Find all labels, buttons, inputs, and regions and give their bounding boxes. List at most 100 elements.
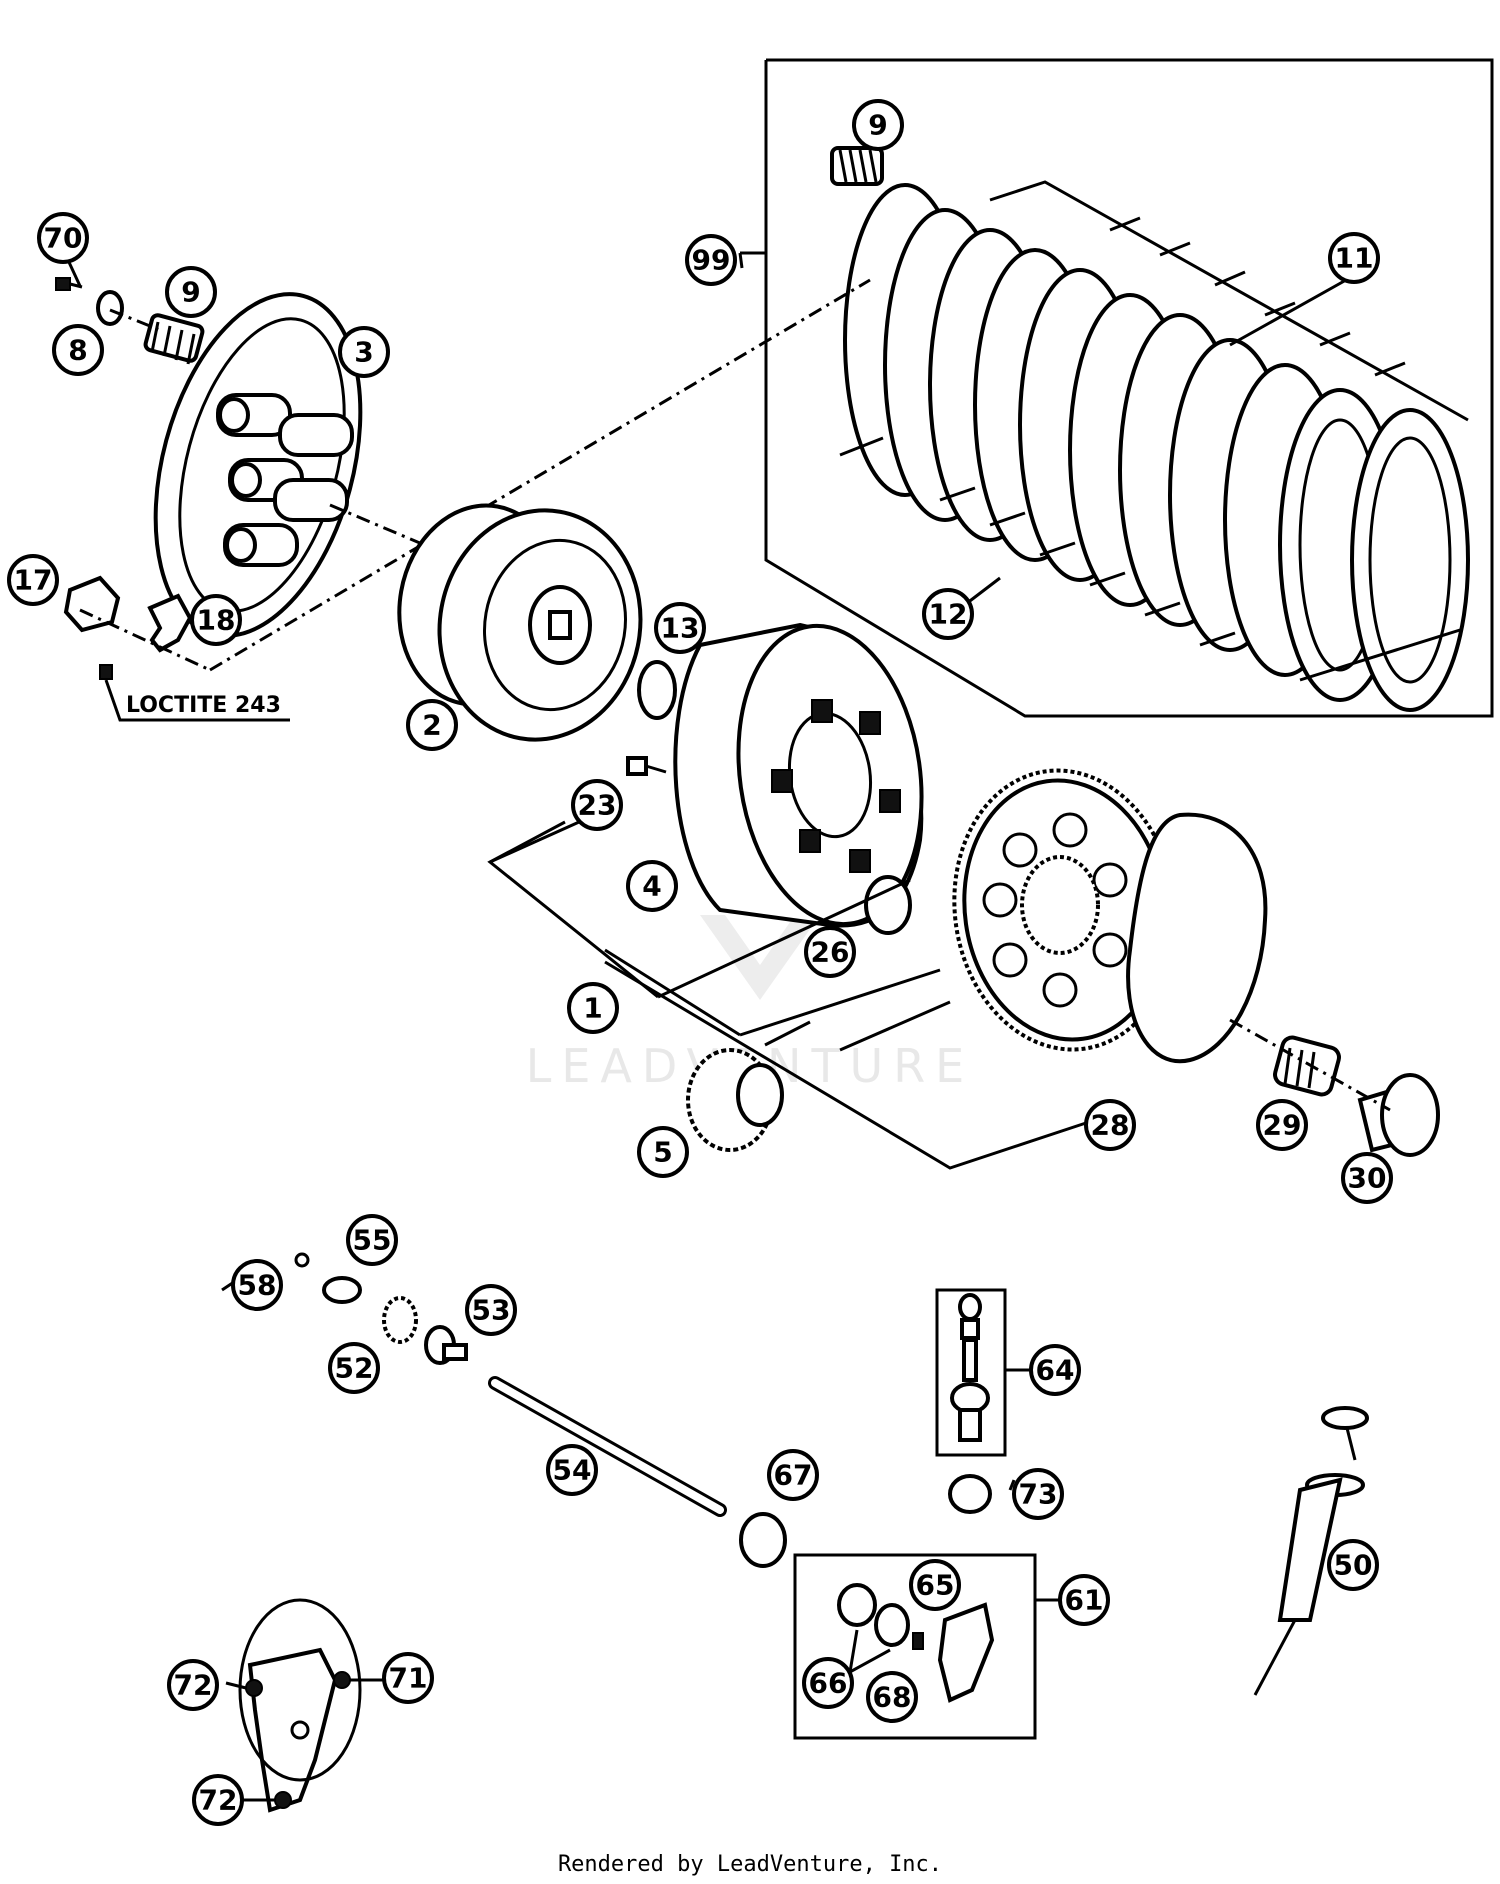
callout-23: 23 (571, 779, 623, 831)
washer-55 (322, 1276, 362, 1304)
svg-text:8: 8 (68, 334, 87, 367)
primary-gear (952, 768, 1178, 1052)
svg-text:26: 26 (811, 936, 850, 969)
svg-text:3: 3 (354, 336, 373, 369)
washer-8 (96, 290, 124, 326)
svg-text:18: 18 (197, 604, 236, 637)
callout-52: 52 (328, 1342, 380, 1394)
svg-text:64: 64 (1036, 1354, 1075, 1387)
callout-71: 71 (382, 1652, 434, 1704)
callout-54: 54 (546, 1444, 598, 1496)
svg-text:28: 28 (1091, 1109, 1130, 1142)
pressure-piece-53 (424, 1325, 468, 1365)
leader-11 (1229, 273, 1356, 347)
gasket-plate-28 (1126, 812, 1268, 1064)
callout-8: 8 (52, 324, 104, 376)
svg-text:5: 5 (653, 1136, 672, 1169)
svg-text:53: 53 (472, 1294, 511, 1327)
svg-text:2: 2 (422, 709, 441, 742)
lock-washer-18 (147, 593, 193, 653)
callout-4: 4 (626, 860, 678, 912)
callout-58: 58 (231, 1259, 283, 1311)
clutch-disc-stack (843, 183, 1470, 712)
callout-3: 3 (338, 326, 390, 378)
svg-text:66: 66 (809, 1667, 848, 1700)
axis-bearing (1229, 1018, 1391, 1112)
callout-11: 11 (1328, 232, 1380, 284)
callout-5: 5 (637, 1126, 689, 1178)
callout-9: 9 (165, 266, 217, 318)
callout-64: 64 (1029, 1344, 1081, 1396)
callout-65: 65 (909, 1559, 961, 1611)
callout-67: 67 (767, 1449, 819, 1501)
svg-text:61: 61 (1065, 1584, 1104, 1617)
spacer-sleeve (864, 875, 912, 935)
svg-text:17: 17 (14, 564, 53, 597)
assembly-bracket-lines (487, 816, 1096, 1170)
svg-text:67: 67 (774, 1459, 813, 1492)
axis-spring (109, 308, 161, 332)
svg-text:73: 73 (1019, 1478, 1058, 1511)
callout-9-kit: 9 (852, 99, 904, 151)
thrust-washer-13 (637, 660, 677, 720)
svg-text:4: 4 (642, 870, 661, 903)
cylinder-cover (238, 1598, 362, 1813)
callout-55: 55 (346, 1214, 398, 1266)
callout-72-lower: 72 (192, 1774, 244, 1826)
spring-9 (143, 313, 205, 365)
svg-text:1: 1 (583, 992, 602, 1025)
svg-text:54: 54 (553, 1454, 592, 1487)
loctite-note: LOCTITE 243 (126, 693, 281, 718)
callout-99: 99 (685, 234, 737, 286)
callout-13: 13 (654, 602, 706, 654)
svg-text:52: 52 (335, 1352, 374, 1385)
svg-text:9: 9 (868, 109, 887, 142)
callout-70: 70 (37, 212, 89, 264)
callout-12: 12 (922, 588, 974, 640)
svg-text:68: 68 (873, 1681, 912, 1714)
callout-68: 68 (866, 1671, 918, 1723)
footer-credit: Rendered by LeadVenture, Inc. (557, 1852, 943, 1877)
svg-text:29: 29 (1263, 1109, 1302, 1142)
clutch-disc-kit-box (740, 58, 1494, 718)
loctite-leader (104, 679, 290, 722)
svg-text:70: 70 (44, 222, 83, 255)
bearing-52 (382, 1296, 418, 1344)
o-ring-67 (739, 1512, 787, 1568)
svg-text:72: 72 (199, 1784, 238, 1817)
bushing-30 (1357, 1073, 1440, 1157)
slave-cylinder-kit-box (793, 1553, 1060, 1740)
callout-leaders (66, 252, 1016, 1802)
callout-53: 53 (465, 1284, 517, 1336)
grease-syringe-50 (1253, 1406, 1369, 1696)
svg-text:13: 13 (661, 612, 700, 645)
callout-73: 73 (1012, 1468, 1064, 1520)
needle-bearing-29 (1273, 1035, 1341, 1097)
pressure-plate (153, 292, 363, 638)
callout-28: 28 (1084, 1099, 1136, 1151)
svg-text:71: 71 (389, 1662, 428, 1695)
nut-17 (63, 575, 121, 680)
bleeder-kit-box (935, 1288, 1030, 1457)
svg-text:99: 99 (692, 244, 731, 277)
bolt-23 (626, 756, 667, 776)
bolt-70 (55, 277, 83, 291)
svg-text:72: 72 (174, 1669, 213, 1702)
callout-30: 30 (1341, 1152, 1393, 1204)
svg-text:30: 30 (1348, 1162, 1387, 1195)
svg-text:50: 50 (1334, 1549, 1373, 1582)
callout-66: 66 (802, 1657, 854, 1709)
callout-2: 2 (406, 699, 458, 751)
svg-text:23: 23 (578, 789, 617, 822)
svg-text:11: 11 (1335, 242, 1374, 275)
axis-nut (79, 608, 211, 672)
axis-disc (209, 278, 871, 672)
callout-17: 17 (7, 554, 59, 606)
gear-5 (686, 1048, 784, 1152)
callout-26: 26 (804, 926, 856, 978)
push-rod-54 (488, 1376, 727, 1517)
washer-73 (948, 1474, 992, 1514)
svg-text:12: 12 (929, 598, 968, 631)
svg-text:9: 9 (181, 276, 200, 309)
